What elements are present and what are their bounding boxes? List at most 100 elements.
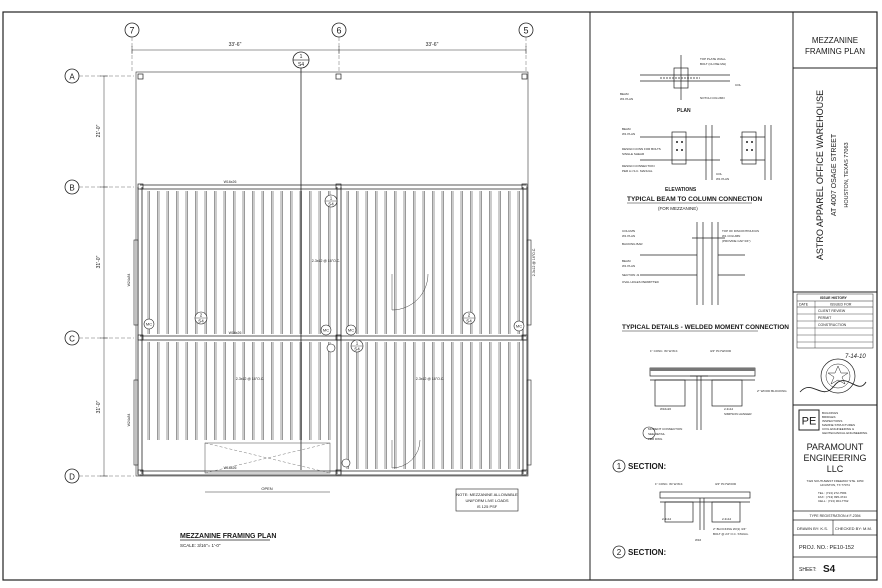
detail1-title: TYPICAL BEAM TO COLUMN CONNECTION bbox=[627, 196, 762, 203]
main-beams bbox=[137, 184, 528, 476]
svg-text:BUILDINGS: BUILDINGS bbox=[822, 411, 838, 415]
svg-text:NOTE: MEZZANINE ALLOWABLE: NOTE: MEZZANINE ALLOWABLE bbox=[456, 492, 518, 497]
svg-text:MOMENT CONNECTION: MOMENT CONNECTION bbox=[648, 427, 682, 431]
svg-text:S4: S4 bbox=[466, 319, 472, 324]
svg-text:IS 125 PSF: IS 125 PSF bbox=[477, 504, 498, 509]
grid-column-7: 7 bbox=[124, 22, 140, 72]
dim-top-1: 33'-6" bbox=[229, 42, 242, 48]
svg-text:BEAM: BEAM bbox=[622, 259, 631, 263]
svg-text:PE: PE bbox=[802, 416, 817, 428]
svg-text:BRIDGES: BRIDGES bbox=[822, 415, 836, 419]
svg-text:INSPECTIONS: INSPECTIONS bbox=[822, 419, 842, 423]
beam-label-left-2: W24x84 bbox=[127, 414, 131, 427]
load-note: NOTE: MEZZANINE ALLOWABLE UNIFORM LIVE L… bbox=[455, 488, 519, 512]
issue-history: ISSUE HISTORY DATE ISSUED FOR CLIENT REV… bbox=[796, 293, 874, 349]
svg-text:MC: MC bbox=[323, 328, 329, 333]
section2-drawing bbox=[659, 491, 751, 530]
svg-text:CONSTRUCTION: CONSTRUCTION bbox=[818, 323, 847, 327]
section1-drawing bbox=[649, 367, 756, 430]
svg-text:1: 1 bbox=[617, 462, 622, 471]
section2-label: 2 SECTION: bbox=[612, 545, 666, 559]
svg-text:ASTRO APPAREL OFFICE WAREHOUSE: ASTRO APPAREL OFFICE WAREHOUSE bbox=[815, 90, 825, 260]
svg-text:S4: S4 bbox=[354, 347, 360, 352]
svg-text:BOLT (CLOSE MH): BOLT (CLOSE MH) bbox=[700, 62, 726, 66]
svg-text:1: 1 bbox=[356, 341, 359, 346]
svg-text:DESIGN CONN FOR BOLTS: DESIGN CONN FOR BOLTS bbox=[622, 147, 661, 151]
svg-text:2: 2 bbox=[468, 313, 471, 318]
svg-text:SCALE: 3/16"= 1'-0": SCALE: 3/16"= 1'-0" bbox=[180, 543, 221, 548]
svg-text:1: 1 bbox=[330, 196, 333, 201]
details-column: PLAN TOP PLATE W/ALL BOLT (CLOSE MH) NOT… bbox=[612, 55, 789, 559]
checked-by: CHECKED BY: M.M. bbox=[835, 526, 872, 531]
svg-text:GEOTECHNICAL ENGINEERING: GEOTECHNICAL ENGINEERING bbox=[822, 431, 868, 435]
joist-label-4: 2-3x12 @ 16"O.C. bbox=[532, 248, 536, 277]
svg-text:COL: COL bbox=[716, 172, 723, 176]
drawn-by: DRAWN BY: K.S. bbox=[797, 526, 828, 531]
svg-text:7: 7 bbox=[129, 26, 134, 36]
svg-text:PER DWG: PER DWG bbox=[648, 437, 663, 441]
svg-text:W16x26: W16x26 bbox=[660, 407, 671, 411]
svg-text:B: B bbox=[69, 184, 74, 193]
svg-text:DATE: DATE bbox=[799, 303, 809, 307]
grid-column-6: 6 bbox=[331, 22, 347, 72]
engineer-seal: 7-14-10 bbox=[799, 354, 867, 394]
svg-text:1" CONC. W/ W.W.F.: 1" CONC. W/ W.W.F. bbox=[650, 349, 678, 353]
joist-label-3: 2-3x12 @ 16"O.C. bbox=[312, 259, 341, 263]
svg-text:COL: COL bbox=[735, 83, 742, 87]
svg-text:BEAM: BEAM bbox=[620, 92, 629, 96]
plan-title: MEZZANINE FRAMING PLAN SCALE: 3/16"= 1'-… bbox=[180, 533, 276, 548]
section1-notes: 1" CONC. W/ W.W.F. 3/4" PLYWOOD 2" WOOD … bbox=[648, 349, 787, 441]
grid-row-c: C bbox=[64, 330, 134, 346]
beam-label-d: W16x26 bbox=[224, 466, 237, 470]
svg-text:HOUSTON, TX 77074: HOUSTON, TX 77074 bbox=[820, 483, 850, 487]
svg-text:PER A.I.S.C. MANUAL: PER A.I.S.C. MANUAL bbox=[622, 169, 653, 173]
svg-text:(PROVIDE CAP 3/4"): (PROVIDE CAP 3/4") bbox=[722, 239, 751, 243]
svg-text:ISSUED FOR: ISSUED FOR bbox=[830, 303, 852, 307]
svg-text:BACKING BAR: BACKING BAR bbox=[622, 242, 643, 246]
svg-text:LLC: LLC bbox=[827, 464, 844, 474]
joists bbox=[147, 191, 520, 469]
svg-text:TOP PLATE W/ALL: TOP PLATE W/ALL bbox=[700, 57, 726, 61]
svg-text:2" BLOCKING W/(1) 3/4": 2" BLOCKING W/(1) 3/4" bbox=[713, 527, 746, 531]
pe-logo: PE BUILDINGS BRIDGES INSPECTIONS MARINE … bbox=[798, 409, 868, 435]
svg-text:2-3x12: 2-3x12 bbox=[722, 517, 732, 521]
dim-left-3: 31'-0" bbox=[96, 400, 102, 413]
svg-text:2-3x12: 2-3x12 bbox=[662, 517, 672, 521]
svg-text:2: 2 bbox=[200, 313, 203, 318]
svg-text:W1 COLUMN: W1 COLUMN bbox=[722, 234, 740, 238]
svg-text:MC: MC bbox=[146, 322, 152, 327]
svg-text:HOUSTON, TEXAS 77063: HOUSTON, TEXAS 77063 bbox=[844, 142, 850, 207]
plan-label: PLAN bbox=[677, 108, 691, 114]
grid-row-b: B bbox=[64, 179, 134, 195]
svg-text:ENGINEERING: ENGINEERING bbox=[803, 453, 866, 463]
grid-row-d: D bbox=[64, 468, 134, 484]
sheet-label: SHEET: bbox=[799, 567, 817, 573]
svg-text:A: A bbox=[69, 73, 75, 82]
svg-text:MARINE STRUCTURES: MARINE STRUCTURES bbox=[822, 423, 855, 427]
svg-text:SIMPSON HANGER: SIMPSON HANGER bbox=[724, 412, 752, 416]
framing-plan: 7 6 5 33'-6" 33'-6" A B bbox=[64, 22, 536, 548]
svg-text:PARAMOUNT: PARAMOUNT bbox=[807, 442, 864, 452]
svg-text:PERMIT: PERMIT bbox=[818, 316, 832, 320]
svg-text:BEAM: BEAM bbox=[622, 127, 631, 131]
sheet-title: MEZZANINE FRAMING PLAN bbox=[805, 36, 865, 56]
svg-text:1: 1 bbox=[300, 54, 303, 60]
detail1-sub: (FOR MEZZANINE) bbox=[658, 206, 698, 211]
svg-text:2" WOOD BLOCKING: 2" WOOD BLOCKING bbox=[757, 389, 787, 393]
section-bubble: 2S4 2S4 1S4 1S4 bbox=[194, 194, 476, 468]
svg-text:NOTCH COLUMN: NOTCH COLUMN bbox=[700, 96, 725, 100]
svg-text:S4: S4 bbox=[198, 319, 204, 324]
svg-text:UNIFORM LIVE LOADS: UNIFORM LIVE LOADS bbox=[465, 498, 508, 503]
grid-column-5: 5 bbox=[518, 22, 534, 72]
svg-text:CIVIL ENGINEERING &: CIVIL ENGINEERING & bbox=[822, 427, 854, 431]
svg-text:D: D bbox=[69, 473, 75, 482]
project-number: PROJ. NO.: PE10-152 bbox=[799, 545, 854, 551]
dim-left-1: 21'-0" bbox=[96, 124, 102, 137]
svg-text:SECTION:: SECTION: bbox=[628, 548, 666, 557]
svg-text:CLIENT REVIEW: CLIENT REVIEW bbox=[818, 309, 846, 313]
svg-text:FAX : (713) 995-4744: FAX : (713) 995-4744 bbox=[818, 495, 847, 499]
bolt-dots bbox=[676, 141, 753, 151]
registration: TYPE REGISTRATION # F-2394 bbox=[809, 514, 860, 518]
svg-text:C: C bbox=[69, 335, 75, 344]
